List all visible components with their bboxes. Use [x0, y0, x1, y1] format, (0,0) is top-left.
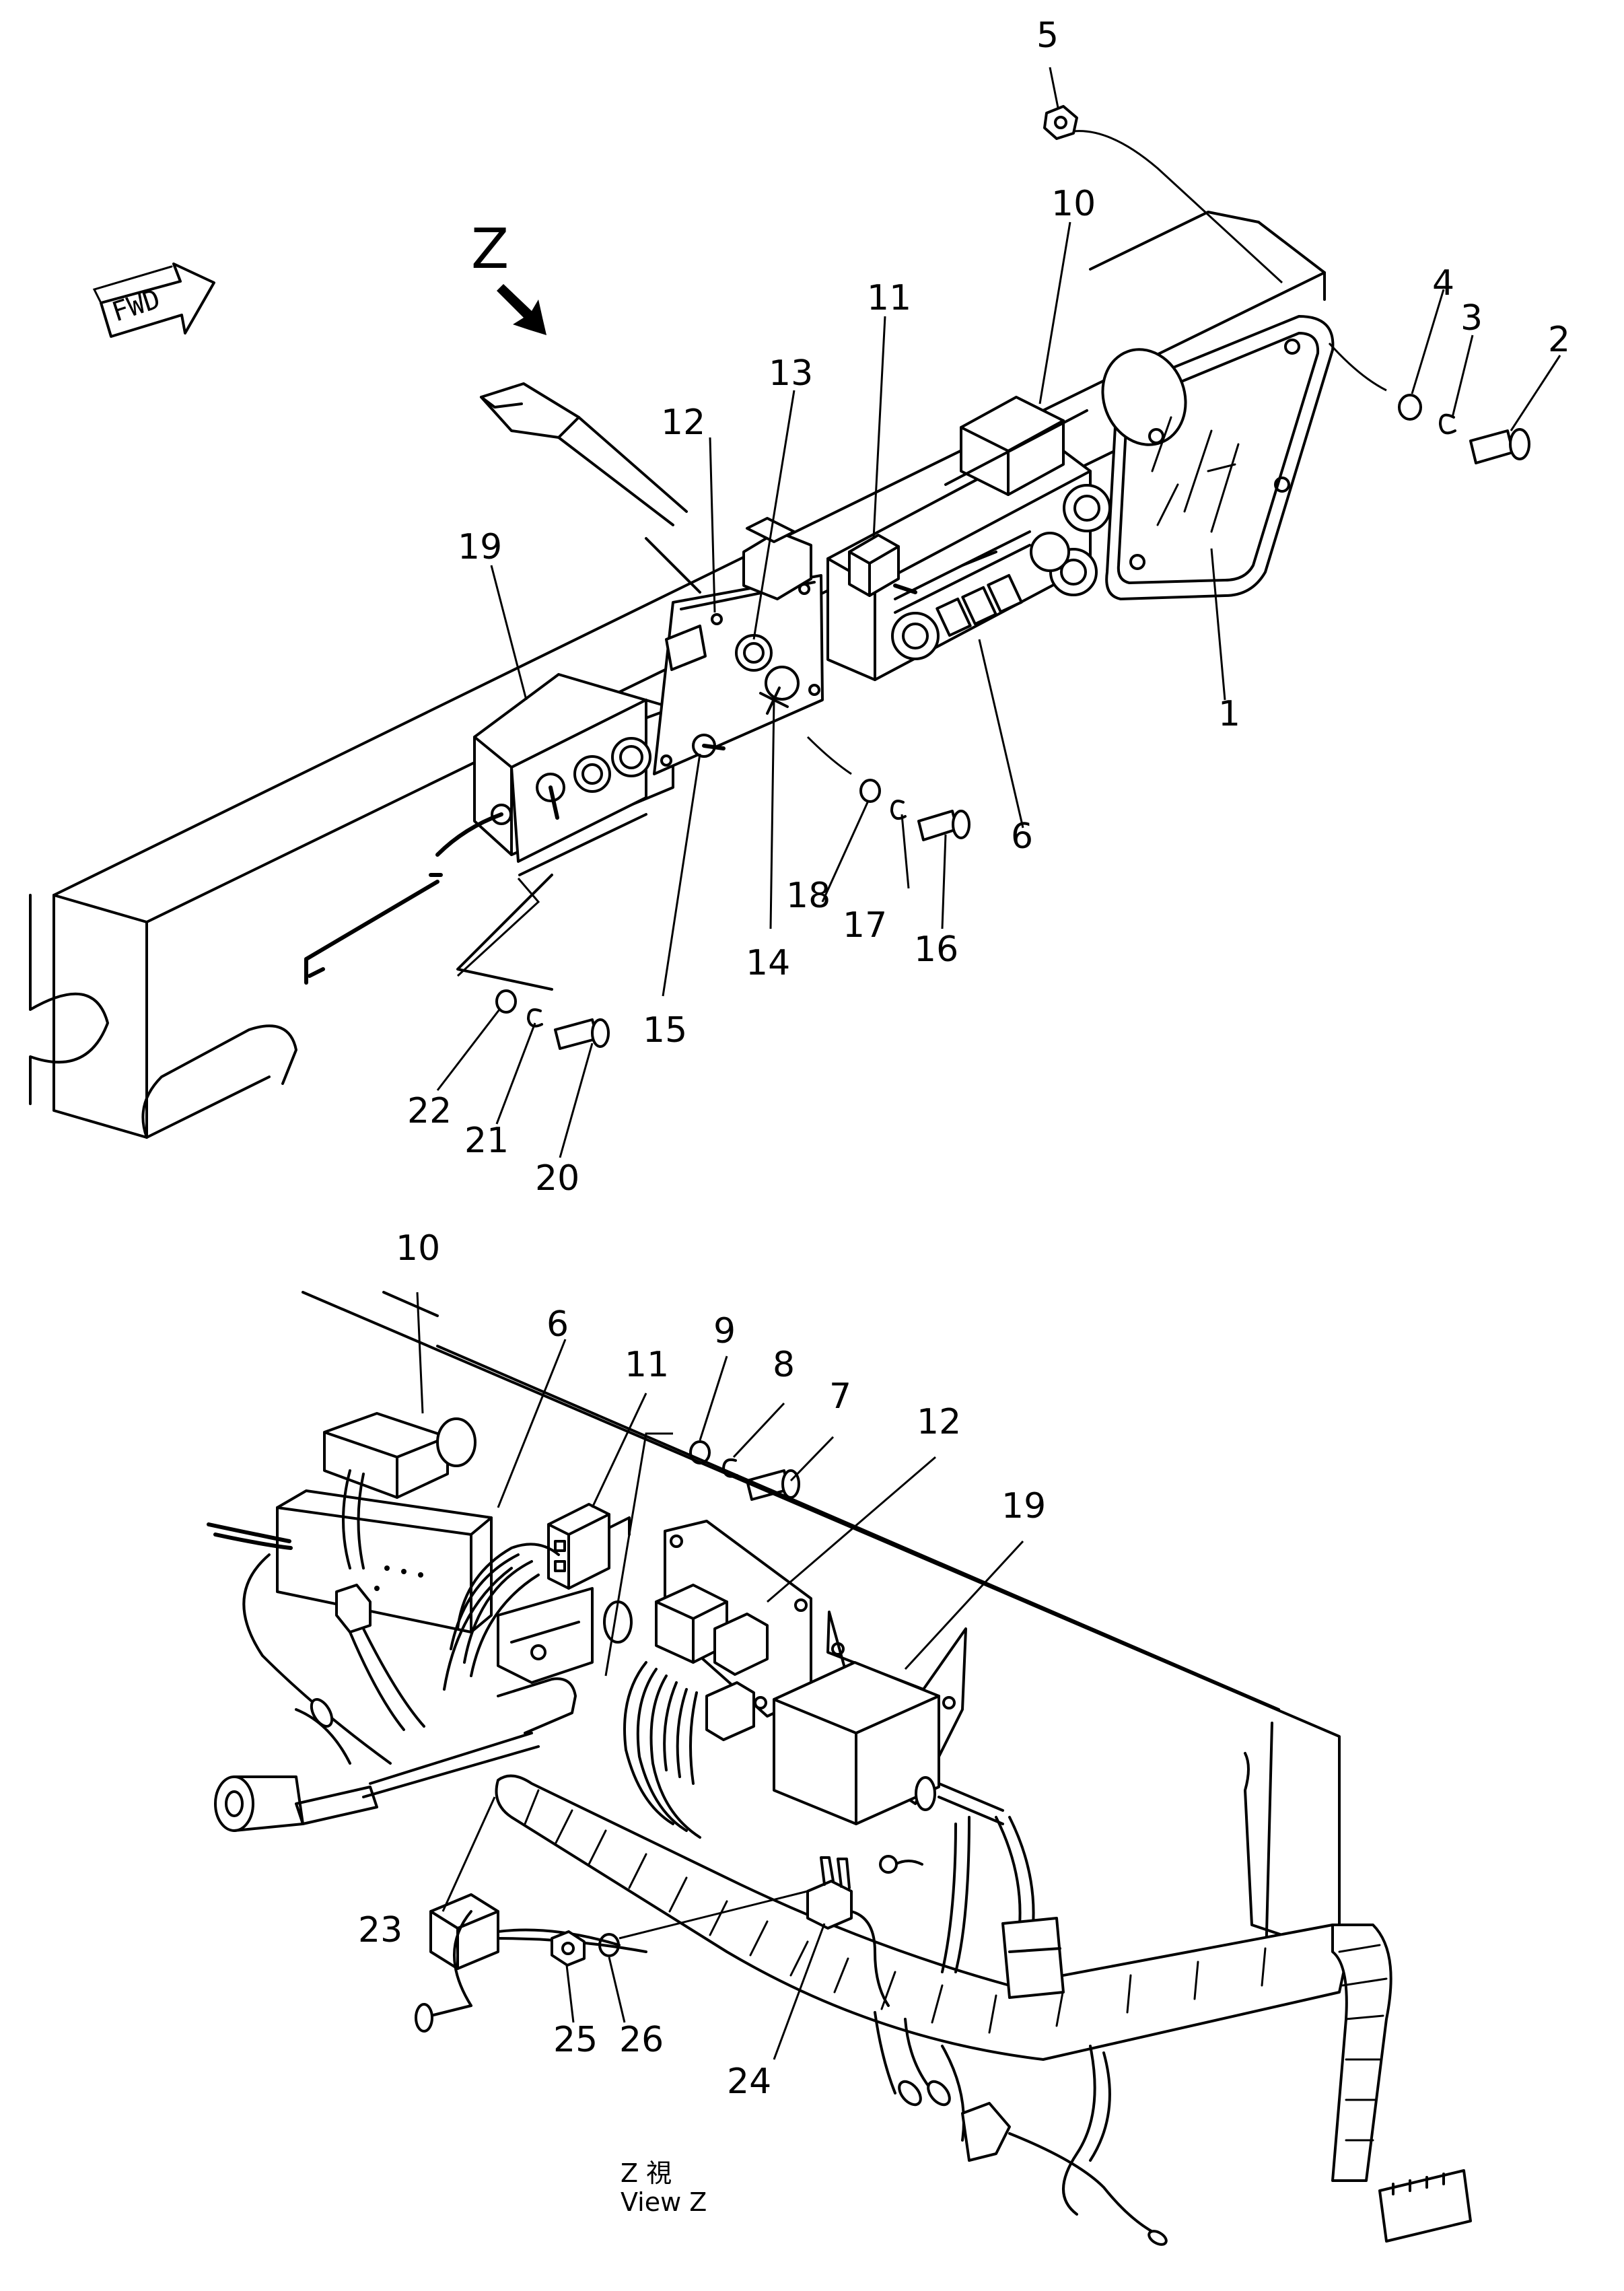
fwd-label: FWD	[108, 283, 164, 328]
washer-icon	[1398, 394, 1422, 421]
view-z-right-plug	[941, 1816, 1065, 1999]
bolt-icon	[917, 810, 958, 841]
callout-b8: 8	[773, 1345, 795, 1385]
callout-22: 22	[407, 1091, 452, 1131]
part-12-panel-plate	[653, 574, 824, 775]
view-z-part-19-box	[773, 1611, 1004, 1874]
nut-icon	[551, 1930, 586, 1967]
bolt-icon	[1469, 429, 1514, 464]
view-z-assembly	[207, 1291, 1472, 2246]
part-11-switch	[848, 534, 917, 597]
callout-b11: 11	[625, 1345, 669, 1385]
lock-washer-icon	[527, 1008, 543, 1028]
hardware-stack-20-21-22	[456, 878, 610, 1050]
callout-15: 15	[643, 1010, 687, 1051]
callout-b23: 23	[358, 1910, 402, 1950]
callout-b9: 9	[713, 1311, 736, 1351]
part-10-relay-box	[944, 396, 1088, 496]
connector-end-icon	[214, 1775, 254, 1832]
washer-icon	[859, 779, 881, 803]
view-caption: Z 視 View Z	[621, 2158, 707, 2217]
view-z-lower-wires	[874, 2011, 1168, 2246]
callout-b25: 25	[553, 2020, 598, 2060]
callout-b10: 10	[396, 1228, 440, 1269]
hardware-stack-16-17-18	[806, 736, 970, 841]
fwd-arrow-icon: FWD	[92, 262, 215, 338]
callout-20: 20	[535, 1158, 579, 1199]
view-z-part-11-switch	[547, 1503, 631, 1590]
callout-19: 19	[458, 527, 502, 567]
callout-17: 17	[843, 905, 887, 946]
view-z-lower-left-connector	[415, 1893, 647, 2033]
part-19-switch-box	[435, 673, 674, 876]
view-marker-letter: Z	[471, 217, 509, 281]
view-z-part-6-cluster-body	[276, 1489, 633, 1684]
gauge-icon	[891, 612, 940, 660]
view-z-marker: Z	[471, 217, 546, 335]
callout-10: 10	[1051, 184, 1096, 224]
callout-16: 16	[914, 929, 958, 970]
knob-icon	[611, 737, 651, 777]
callout-14: 14	[746, 943, 790, 983]
lock-washer-icon	[722, 1458, 738, 1478]
callout-13: 13	[769, 353, 813, 394]
view-caption-en: View Z	[621, 2187, 707, 2217]
callout-3: 3	[1460, 298, 1483, 339]
lock-washer-icon	[1439, 413, 1456, 435]
view-direction-arrow-icon	[497, 284, 546, 335]
view-z-part-12-panel	[623, 1520, 812, 1839]
nut-icon	[1043, 105, 1078, 140]
callout-6: 6	[1011, 816, 1033, 857]
gauge-icon	[1063, 484, 1111, 532]
callouts-bottom: 6 7 8 9 10 11 12 19 23 24 25 26	[358, 1228, 1046, 2102]
callout-5: 5	[1036, 15, 1059, 56]
top-dashboard-assembly	[29, 67, 1561, 1158]
callout-b26: 26	[619, 2020, 664, 2060]
washer-icon	[598, 1933, 620, 1957]
washer-icon	[689, 1440, 711, 1465]
callout-b7: 7	[829, 1376, 851, 1417]
view-z-wiring-left	[207, 1469, 560, 1765]
callout-18: 18	[786, 876, 831, 916]
part-14-key-switch-icon	[765, 666, 800, 701]
part-1-meter-head	[1101, 315, 1335, 600]
view-caption-jp: Z 視	[621, 2158, 672, 2188]
knob-icon	[573, 755, 611, 793]
callout-2: 2	[1548, 320, 1570, 360]
view-z-harness-23	[495, 1774, 1472, 2243]
callout-1: 1	[1218, 694, 1240, 734]
view-z-part-24-clip	[806, 1856, 890, 2007]
plug-connector-icon	[1001, 1917, 1065, 1999]
callout-21: 21	[464, 1121, 509, 1161]
view-z-cable-grommet	[214, 1677, 577, 1832]
callouts-top: 1 2 3 4 5 6 10 11 12 13 14 15 16 17 18 1…	[407, 15, 1570, 1199]
multi-pin-connector-icon	[1378, 2169, 1472, 2243]
lock-washer-icon	[890, 800, 907, 820]
washer-icon	[495, 989, 517, 1014]
part-13-knob-icon	[735, 634, 773, 672]
callout-11: 11	[867, 278, 911, 318]
view-z-part-10-relay-box	[323, 1412, 476, 1499]
callout-b19: 19	[1001, 1486, 1046, 1526]
view-z-hardware-25-26	[551, 1890, 808, 1967]
callout-12: 12	[661, 402, 705, 443]
callout-b24: 24	[727, 2061, 771, 2102]
nut-5	[1043, 105, 1283, 284]
callout-b6: 6	[546, 1304, 569, 1345]
callout-b12: 12	[917, 1402, 961, 1442]
hardware-stack-2-3-4	[1328, 342, 1530, 464]
callout-4: 4	[1432, 263, 1454, 304]
lever-rod	[480, 382, 701, 594]
